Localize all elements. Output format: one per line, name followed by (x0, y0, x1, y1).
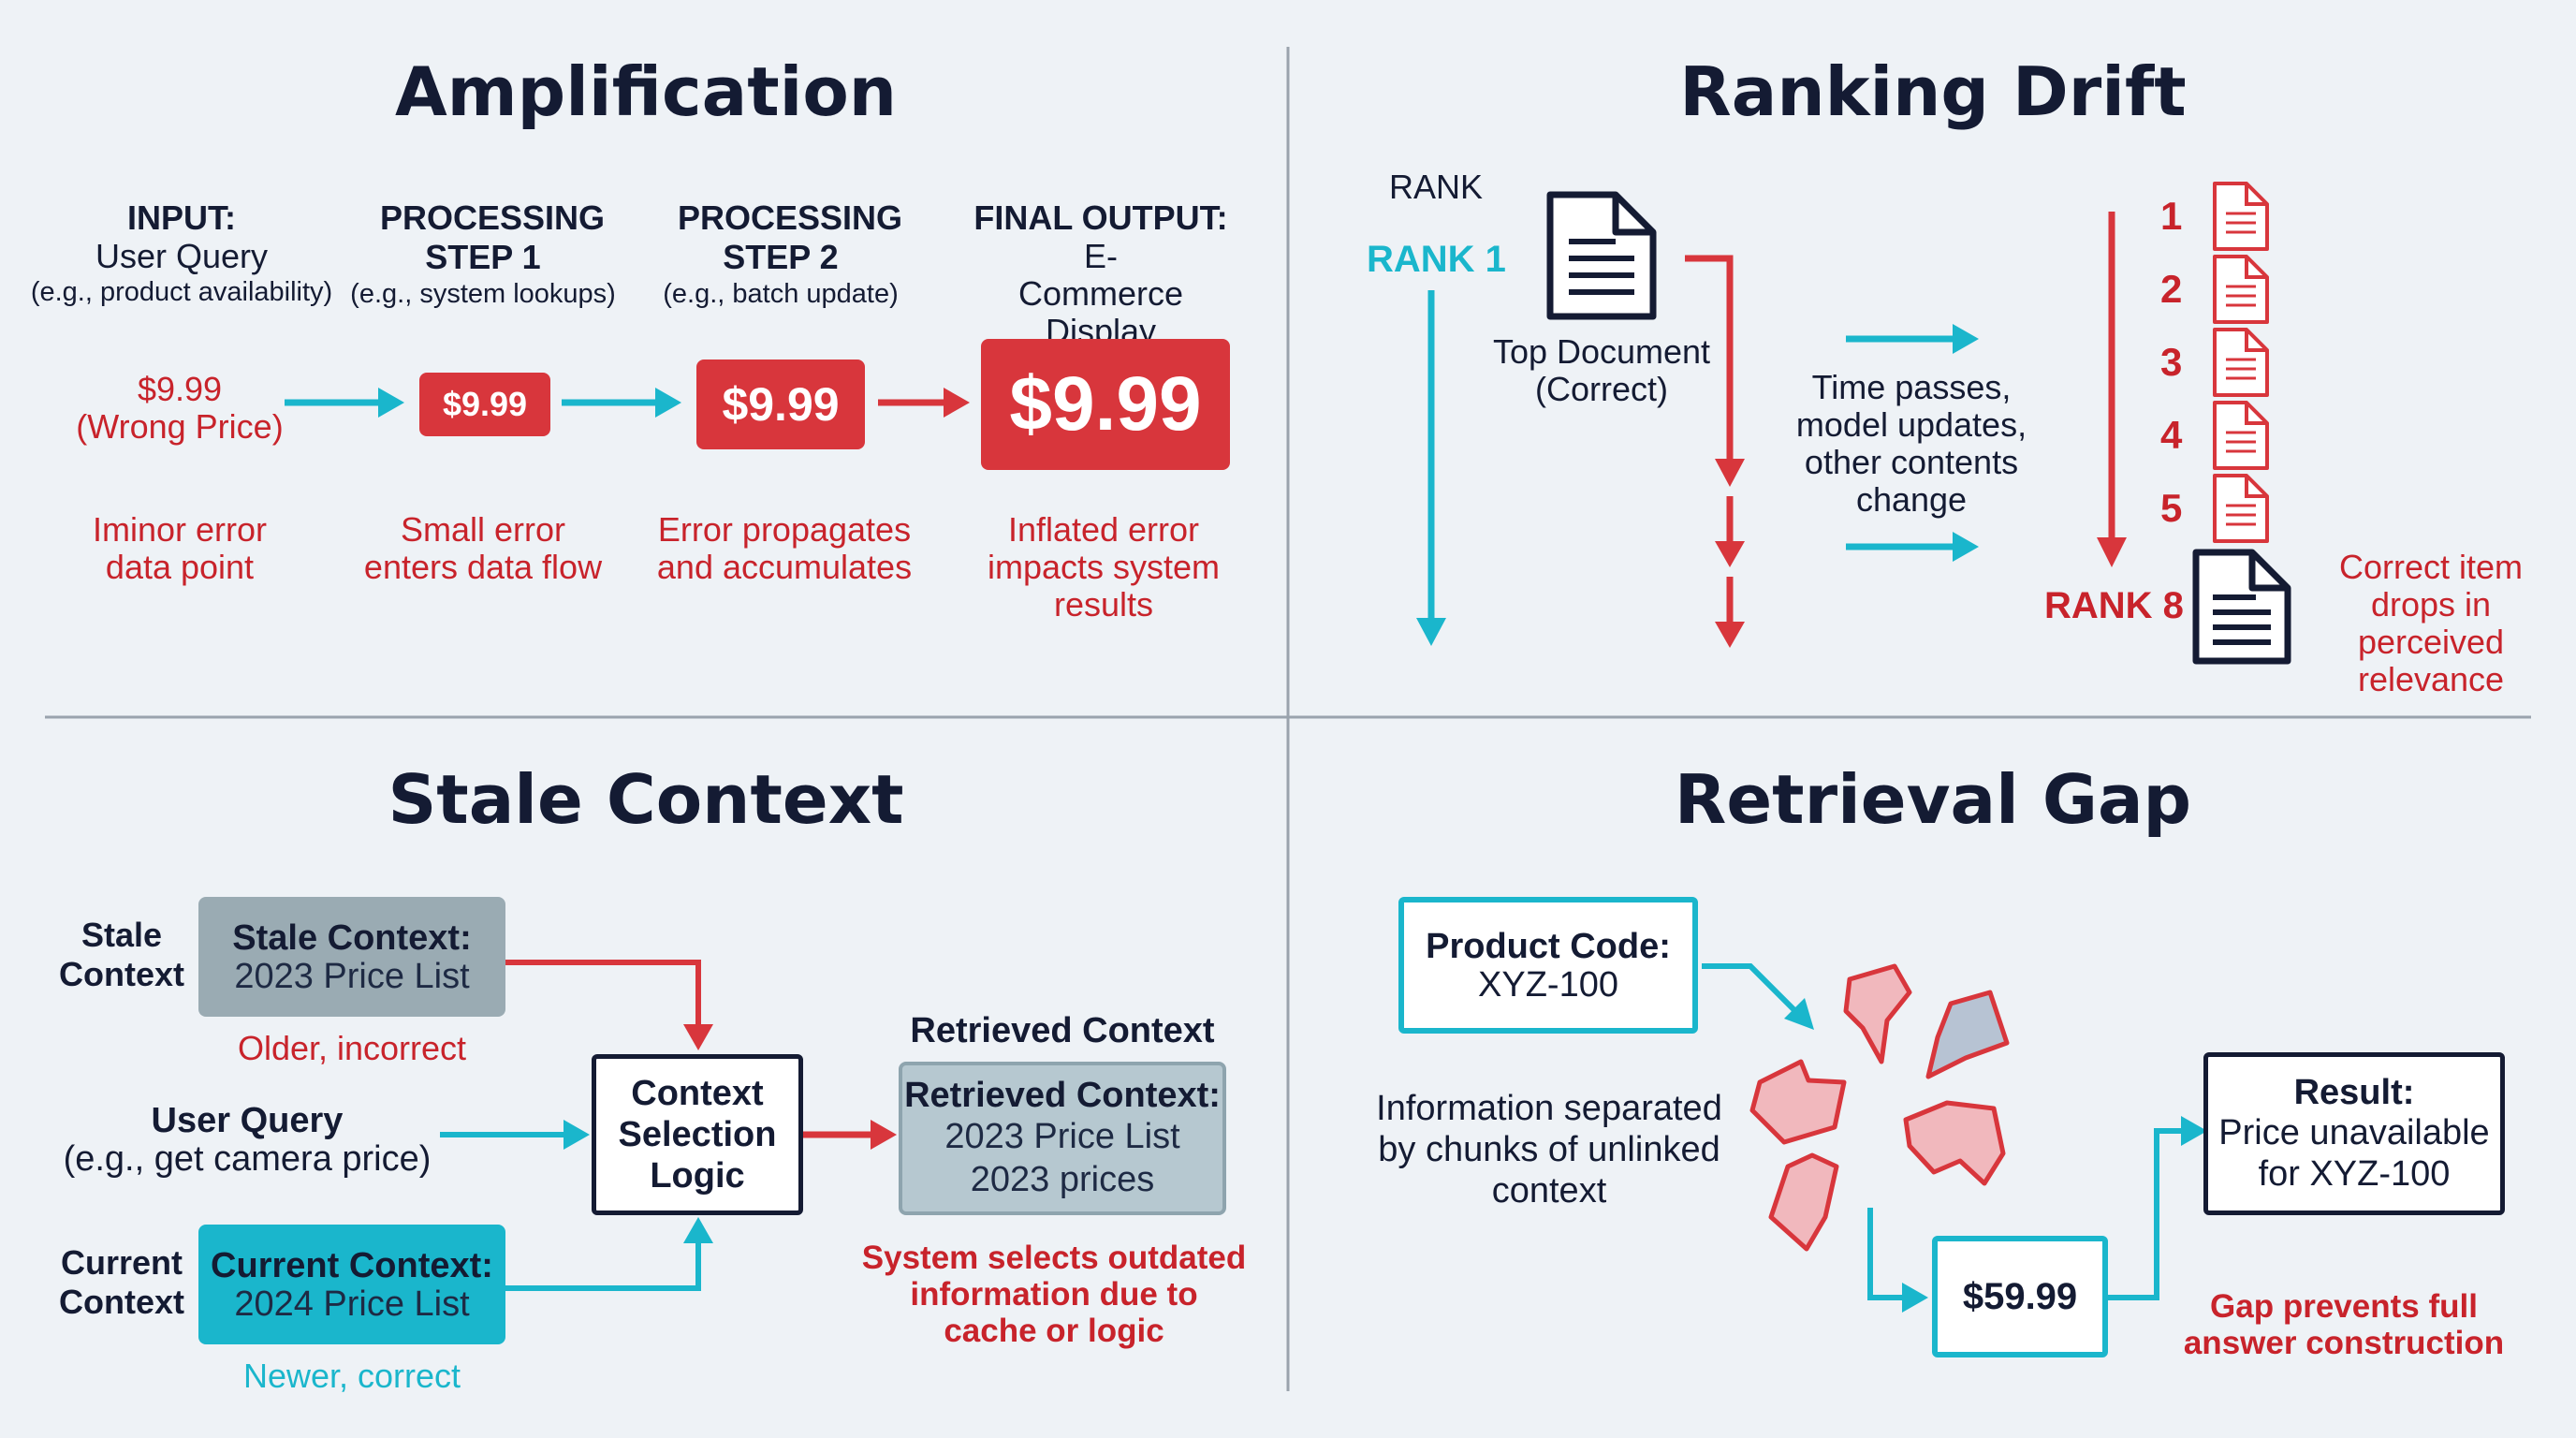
time-arrow-top (1846, 324, 1979, 354)
rank-header: RANK (1389, 168, 1484, 206)
drop-relevance-text: Correct item drops in perceived relevanc… (2338, 548, 2524, 698)
chunk-3 (1749, 1059, 1847, 1145)
time-passes-text: Time passes, model updates, other conten… (1795, 368, 2027, 519)
retrieved-line-2: 2023 prices (970, 1160, 1155, 1199)
step-example: (e.g., system lookups) (350, 279, 616, 309)
price-box-medium: $9.99 (696, 360, 865, 449)
chunk-1 (1843, 963, 1912, 1064)
rank-num-3: 3 (2160, 340, 2183, 384)
result-title: Result: (2293, 1073, 2415, 1112)
chunk-4 (1903, 1100, 2006, 1186)
stale-note: Older, incorrect (237, 1029, 467, 1067)
rank-num-4: 4 (2160, 413, 2183, 457)
rank-1-label: RANK 1 (1367, 239, 1506, 280)
time-arrow-bottom (1846, 532, 1979, 562)
product-code-value: XYZ-100 (1478, 965, 1618, 1005)
current-side-label: Current Context (59, 1243, 184, 1321)
step-heading: PROCESSING STEP 1 (380, 198, 606, 276)
retrieved-context-box: Retrieved Context: 2023 Price List 2023 … (899, 1062, 1226, 1215)
amp-arrow-2 (562, 388, 681, 418)
stale-side-label: Stale Context (59, 916, 184, 993)
document-icon (2213, 255, 2269, 324)
caption-1: Iminor error data point (92, 510, 268, 586)
document-icon (1546, 191, 1657, 320)
info-separated-text: Information separated by chunks of unlin… (1376, 1089, 1722, 1211)
input-price: $9.99 (137, 370, 223, 408)
price-box-small: $9.99 (419, 373, 550, 436)
caption-2: Small error enters data flow (363, 510, 603, 586)
step-example: (e.g., batch update) (663, 279, 899, 309)
input-note: (Wrong Price) (76, 407, 284, 446)
amp-step-final: FINAL OUTPUT: E-Commerce Display (951, 198, 1251, 350)
stale-context-title: Stale Context (388, 760, 904, 839)
ranked-docs (2213, 182, 2269, 543)
chunk-2 (1925, 990, 2010, 1079)
price-box-large: $9.99 (981, 339, 1230, 470)
result-box: Result: Price unavailable for XYZ-100 (2203, 1052, 2505, 1215)
document-icon (2213, 474, 2269, 543)
amplification-title: Amplification (394, 52, 898, 131)
stale-to-logic-arrow (505, 960, 713, 1050)
current-note: Newer, correct (242, 1357, 461, 1395)
rank-num-1: 1 (2160, 194, 2183, 238)
retrieved-box-title: Retrieved Context: (904, 1076, 1221, 1115)
context-chunks (1749, 963, 2010, 1252)
product-code-title: Product Code: (1426, 927, 1671, 966)
logic-to-retrieved-arrow (803, 1120, 897, 1150)
query-title: User Query (151, 1101, 344, 1140)
document-icon (2213, 328, 2269, 397)
retrieved-header: Retrieved Context (910, 1011, 1215, 1050)
rank-num-5: 5 (2160, 486, 2183, 530)
amp-step-processing-2: PROCESSING STEP 2 (e.g., batch update) (640, 198, 921, 311)
product-code-box: Product Code: XYZ-100 (1398, 897, 1698, 1034)
amp-step-processing-1: PROCESSING STEP 1 (e.g., system lookups) (343, 198, 623, 311)
stale-context-box: Stale Context: 2023 Price List (198, 897, 505, 1017)
price-result-box: $59.99 (1932, 1236, 2108, 1357)
chunks-to-price-arrow (1867, 1208, 1928, 1313)
context-selection-logic-box: Context Selection Logic (592, 1054, 803, 1215)
stale-box-value: 2023 Price List (234, 957, 470, 996)
query-example: (e.g., get camera price) (63, 1139, 432, 1179)
step-example: (e.g., product availability) (30, 277, 333, 307)
step-name: E-Commerce Display (1017, 237, 1184, 350)
current-to-logic-arrow (505, 1217, 713, 1291)
current-box-value: 2024 Price List (234, 1284, 470, 1324)
chunk-5 (1768, 1152, 1839, 1252)
caption-4: Inflated error impacts system results (987, 510, 1221, 624)
top-document-label: Top Document (Correct) (1492, 332, 1711, 408)
result-value: Price unavailable for XYZ-100 (2218, 1113, 2490, 1194)
rank-drop-arrow (2097, 212, 2127, 567)
rank1-down-arrow (1416, 290, 1446, 646)
rank-num-2: 2 (2160, 267, 2183, 311)
amp-step-input: INPUT: User Query (e.g., product availab… (13, 198, 350, 309)
amp-input-price-block: $9.99 (Wrong Price) (37, 371, 322, 446)
step-heading: FINAL OUTPUT: (973, 198, 1228, 237)
step-heading: INPUT: (127, 198, 236, 237)
amp-arrow-3 (878, 388, 970, 418)
price-to-result-arrow (2106, 1116, 2207, 1300)
drift-red-path (1685, 255, 1745, 648)
retrieved-line-1: 2023 Price List (944, 1117, 1180, 1156)
current-context-box: Current Context: 2024 Price List (198, 1225, 505, 1344)
current-box-title: Current Context: (211, 1246, 493, 1285)
step-name: User Query (95, 237, 269, 275)
user-query-block: User Query (e.g., get camera price) (51, 1101, 444, 1178)
code-to-chunks-arrow (1702, 963, 1814, 1030)
gap-prevents-note: Gap prevents full answer construction (2183, 1288, 2505, 1361)
caption-3: Error propagates and accumulates (656, 510, 913, 586)
stale-box-title: Stale Context: (232, 918, 472, 958)
ranking-drift-title: Ranking Drift (1679, 52, 2187, 131)
document-icon (2192, 549, 2291, 665)
amp-arrow-1 (285, 388, 404, 418)
document-icon (2213, 182, 2269, 251)
rank-8-label: RANK 8 (2044, 585, 2184, 626)
step-heading: PROCESSING STEP 2 (678, 198, 903, 276)
system-selects-note: System selects outdated information due … (861, 1240, 1247, 1349)
document-icon (2213, 401, 2269, 470)
query-to-logic-arrow (440, 1120, 590, 1150)
retrieval-gap-title: Retrieval Gap (1674, 760, 2192, 839)
